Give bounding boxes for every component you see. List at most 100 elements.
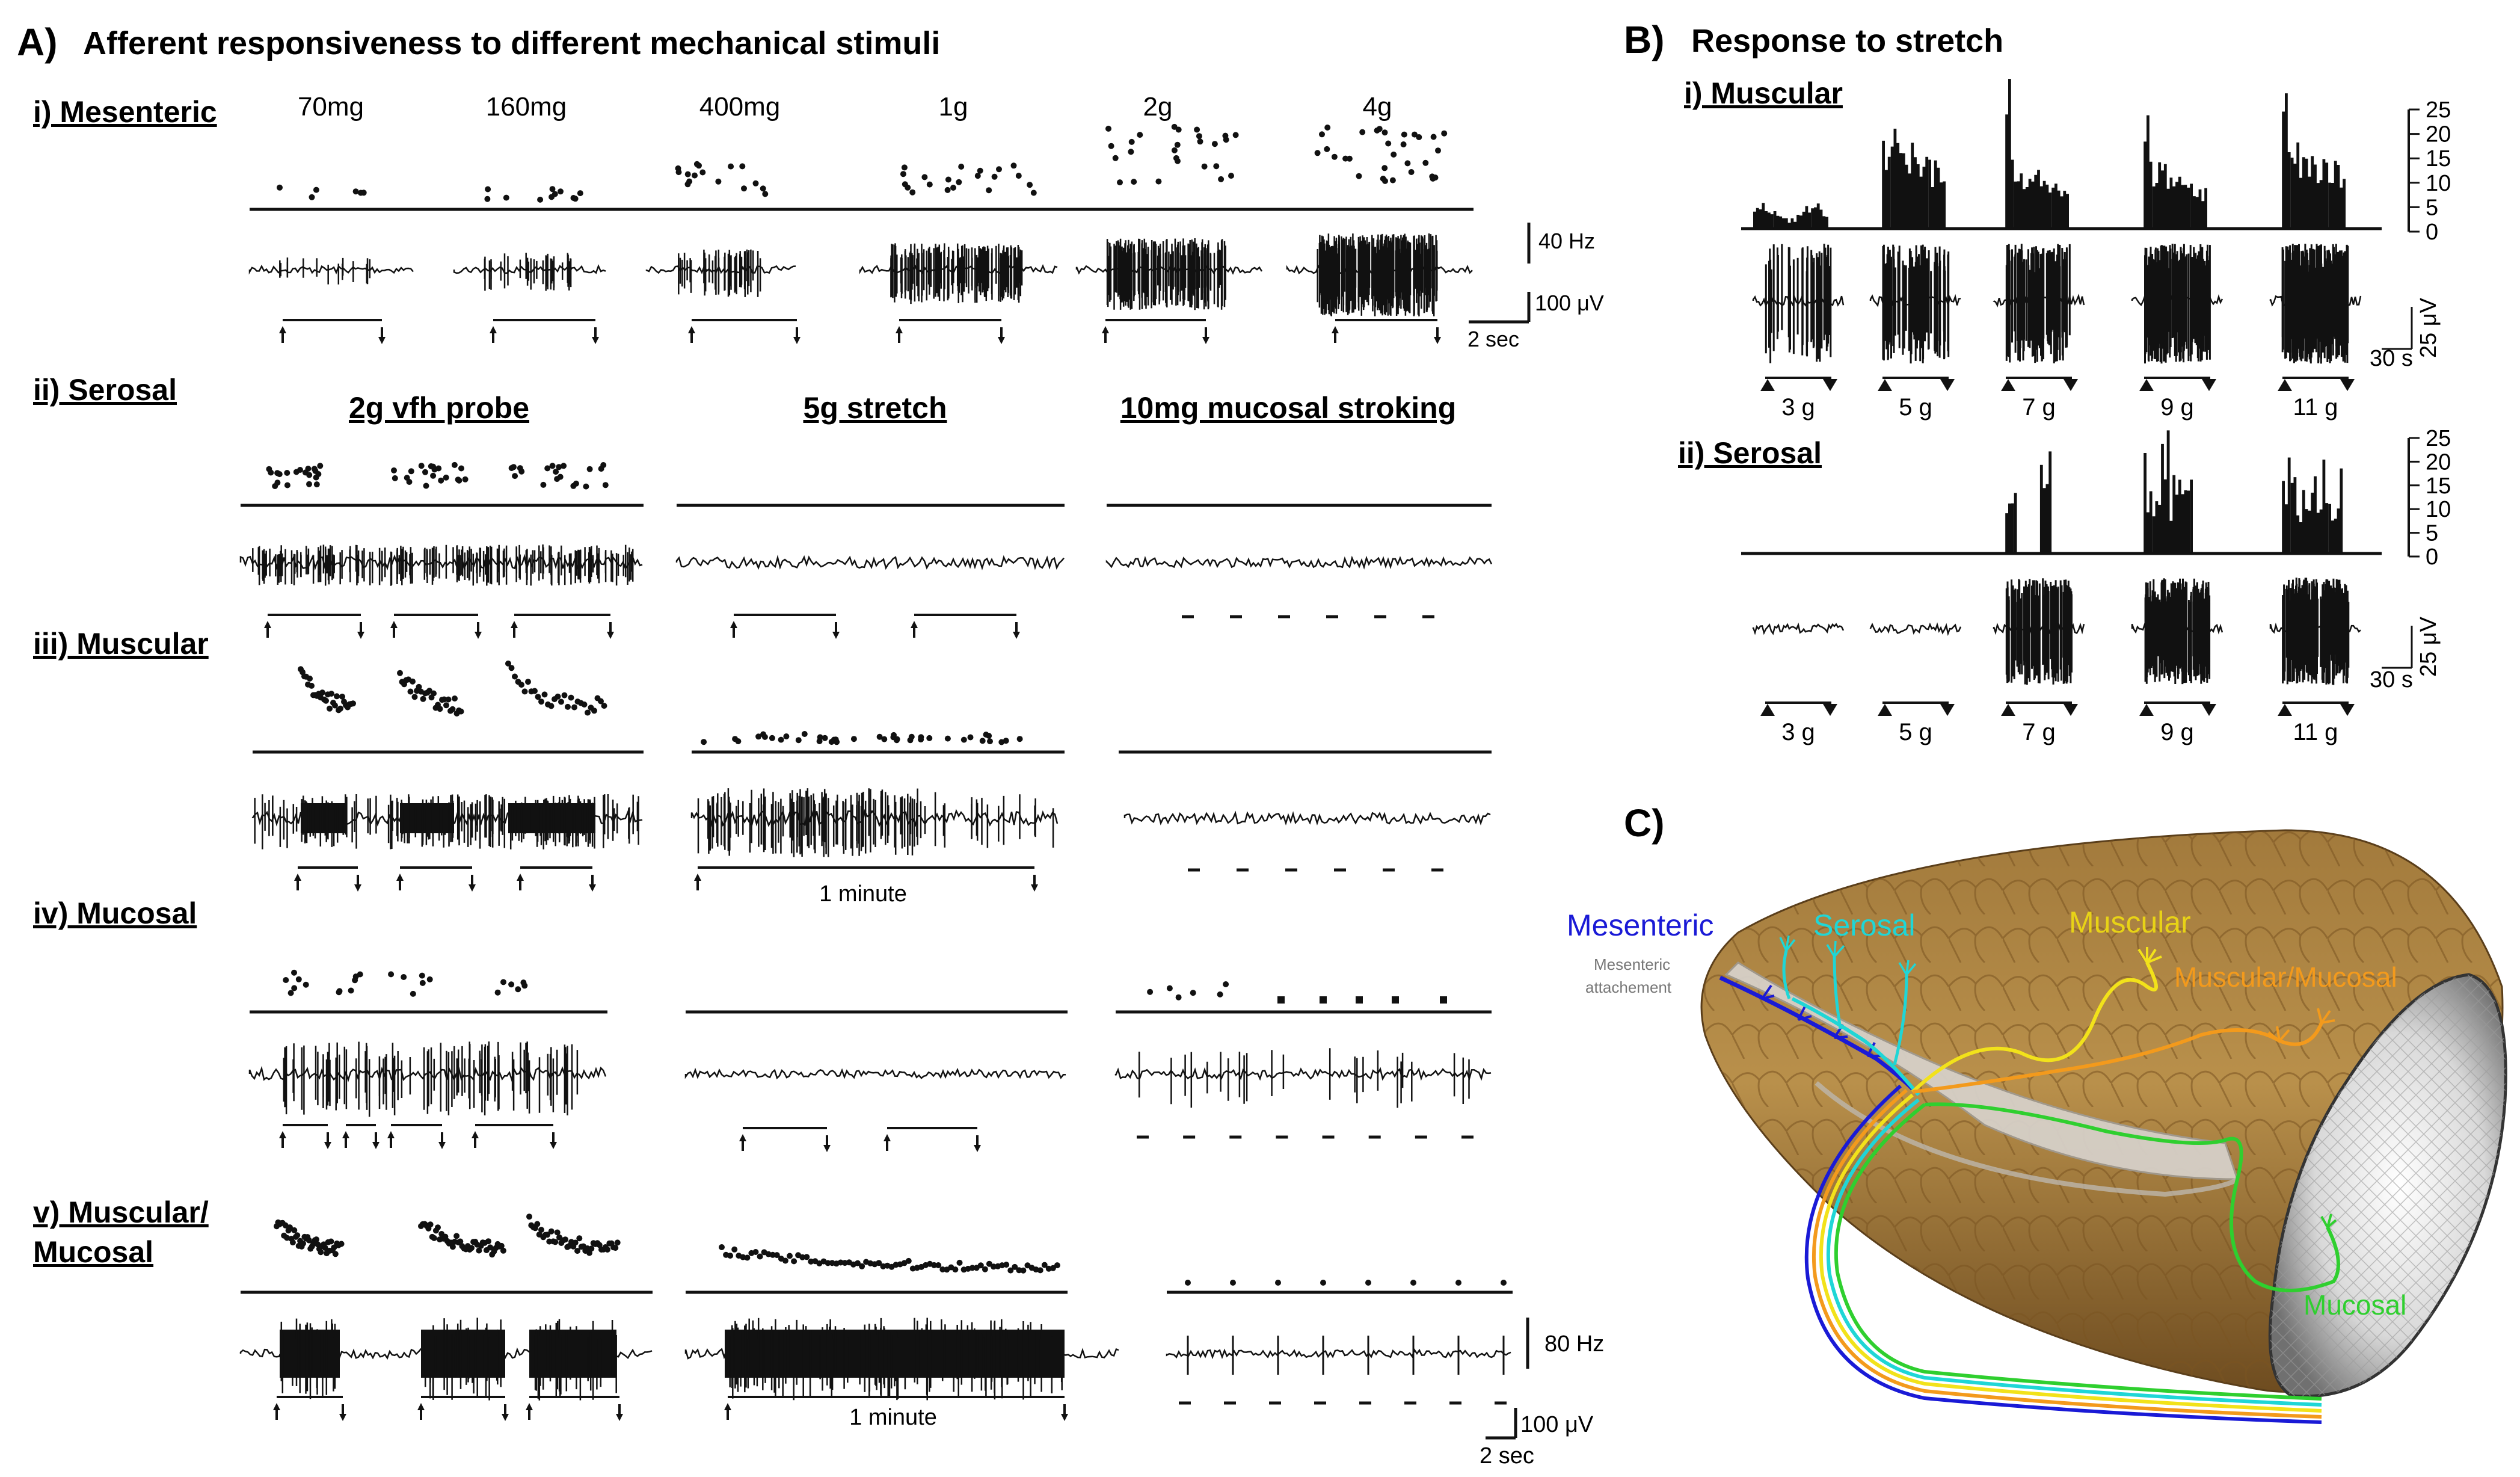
musmuc-trace-stroking (1166, 1348, 1511, 1360)
rate-dot (699, 169, 706, 176)
rate-dot (548, 703, 555, 709)
rate-dot (1190, 990, 1196, 996)
stim-on-head (739, 1134, 746, 1141)
muscular-b-stimulus-on (2001, 379, 2015, 391)
muscular-mucosal-nerve (1912, 1022, 2323, 1094)
rate-dot (416, 683, 422, 690)
weight-label: 2g (1143, 92, 1173, 122)
rate-dot (500, 1247, 506, 1254)
rate-dot (900, 171, 906, 177)
rate-dot (289, 1239, 296, 1246)
rate-dot (1222, 132, 1229, 139)
rate-dot (977, 1262, 984, 1269)
stim-on-head (294, 874, 301, 881)
muscular-b-scale-volt: 25 μV (2416, 297, 2441, 358)
rate-dot (987, 738, 993, 745)
rate-dot (850, 736, 857, 742)
rate-dot (757, 1253, 763, 1260)
rate-dot (773, 1252, 780, 1259)
rate-dot (505, 660, 511, 667)
rate-dot (787, 1253, 793, 1259)
rate-dot (596, 1242, 603, 1248)
serosal-b-stimulus-off (1940, 704, 1955, 716)
load-label: 3 g (1781, 394, 1815, 421)
muscular-b-trace-spikes (2005, 244, 2071, 363)
scale-volt-top: 100 μV (1535, 291, 1604, 315)
rate-dot (422, 469, 428, 475)
muscular-b-stimulus-off (1940, 379, 1955, 391)
mesenteric-trace-spikes (1317, 233, 1438, 316)
musmuc-rate-point (1410, 1280, 1416, 1286)
rate-dot (521, 688, 528, 695)
rate-dot (778, 736, 784, 743)
serosal-b-trace-noise (1752, 622, 1845, 635)
rate-dot (360, 190, 367, 196)
rate-dot (553, 469, 559, 475)
rate-dot (319, 689, 325, 696)
rate-dot (458, 465, 464, 472)
mucosal-stimulus-stretch (884, 1127, 981, 1152)
mucosal-trace-stretch (684, 1067, 1066, 1080)
rate-dot (918, 734, 924, 741)
rate-dot (986, 187, 992, 194)
mucosal-stimulus-vfh (472, 1124, 557, 1149)
rate-dot (859, 1263, 865, 1269)
stim-on-head (694, 874, 701, 881)
row-label-mesenteric: i) Mesenteric (33, 95, 217, 129)
rate-dot (293, 469, 300, 475)
rate-dot (1171, 147, 1178, 153)
rate-dot (1155, 178, 1162, 185)
rate-dot (469, 1245, 475, 1251)
rate-dot (306, 1237, 312, 1244)
rate-dot (498, 1242, 505, 1249)
rate-dot (1054, 1262, 1060, 1269)
scale-time-bottom: 2 sec (1480, 1443, 1534, 1469)
muscular-b-stimulus-off (2340, 379, 2355, 391)
mesenteric-stimulus (279, 319, 386, 344)
rate-dot (541, 691, 548, 698)
panel-c-letter: C) (1624, 801, 1665, 845)
rate-dot (458, 708, 464, 715)
rate-dot (352, 977, 358, 984)
y-tick-label: 15 (2426, 146, 2451, 171)
rate-dot (986, 1260, 992, 1267)
rate-dot (982, 1266, 988, 1272)
stim-off-head (438, 1142, 446, 1149)
serosal-nerve (1791, 997, 1920, 1096)
rate-dot (406, 479, 413, 485)
rate-dot (556, 464, 562, 470)
stim-off-head (607, 632, 614, 639)
musmuc-stimulus-vfh (273, 1396, 346, 1421)
rate-dot (300, 1240, 306, 1247)
rate-dot (1003, 1262, 1010, 1268)
rate-dot (423, 483, 429, 489)
rate-dot (1218, 176, 1225, 182)
rate-dot (577, 190, 583, 197)
stim-off-head (1434, 337, 1441, 344)
rate-dot (581, 701, 588, 708)
rate-dot (1147, 988, 1154, 995)
rate-dot (728, 163, 734, 170)
rate-dot (1128, 149, 1134, 155)
stim-on-head (517, 874, 524, 881)
rate-dot (991, 173, 998, 180)
stim-off-head (354, 884, 361, 892)
muscular-stimulus-vfh (396, 866, 476, 892)
rate-dot (967, 734, 974, 741)
rate-dot (306, 481, 312, 487)
rate-dot (701, 739, 707, 745)
musmuc-burst (529, 1330, 616, 1378)
rate-dot (309, 682, 315, 689)
y-tick-label: 25 (2426, 426, 2451, 451)
rate-dot (520, 979, 527, 986)
muscular-b-scale-time: 30 s (2370, 346, 2413, 371)
rate-dot (791, 1258, 797, 1265)
serosal-stimulus-vfh (264, 614, 364, 639)
rate-dot (336, 988, 343, 994)
rate-dot (435, 1224, 441, 1231)
muscular-trace-stretch-late (942, 794, 1054, 848)
rate-dot (686, 178, 693, 185)
rate-dot (437, 706, 443, 712)
weight-label: 400mg (699, 92, 781, 122)
mesenteric-stimulus (896, 319, 1005, 344)
